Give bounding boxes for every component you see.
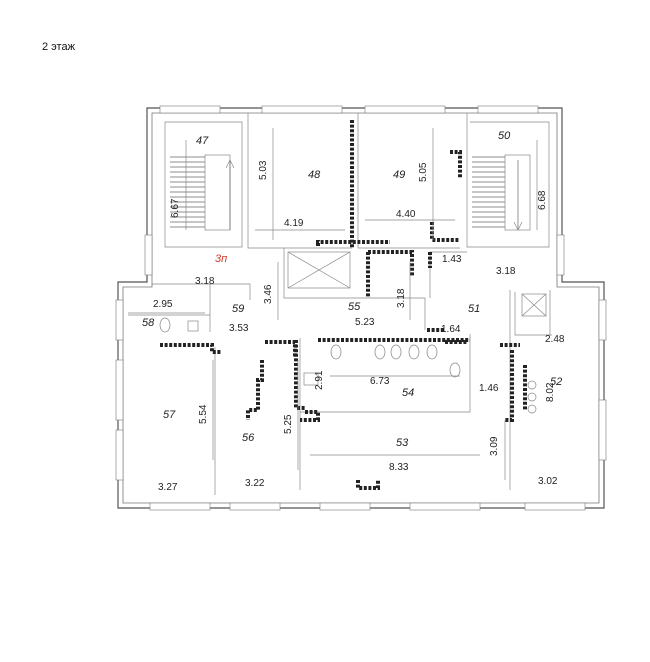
dimension-ticks bbox=[128, 128, 538, 480]
dim-318-left: 3.18 bbox=[195, 276, 215, 287]
windows bbox=[115, 105, 607, 511]
dim-164: 1.64 bbox=[441, 324, 461, 335]
dim-833: 8.33 bbox=[389, 462, 409, 473]
room-57-label: 57 bbox=[163, 409, 176, 421]
room-3p-label: 3п bbox=[215, 253, 227, 265]
floor-title: 2 этаж bbox=[42, 41, 75, 53]
room-50-label: 50 bbox=[498, 130, 511, 142]
dim-525: 5.25 bbox=[283, 414, 294, 434]
dim-668: 6.68 bbox=[537, 190, 548, 210]
dim-322: 3.22 bbox=[245, 478, 265, 489]
dim-667: 6.67 bbox=[170, 198, 181, 218]
wc-fixtures bbox=[159, 317, 537, 414]
room-51-label: 51 bbox=[468, 303, 480, 315]
room-47-label: 47 bbox=[196, 135, 209, 147]
dim-318-right: 3.18 bbox=[496, 266, 516, 277]
dim-302: 3.02 bbox=[538, 476, 558, 487]
room-58-label: 58 bbox=[142, 317, 155, 329]
room-53-label: 53 bbox=[396, 437, 409, 449]
dim-346: 3.46 bbox=[263, 284, 274, 304]
room-56-label: 56 bbox=[242, 432, 255, 444]
dim-143: 1.43 bbox=[442, 254, 462, 265]
dim-318-mid: 3.18 bbox=[396, 288, 407, 308]
room-59-label: 59 bbox=[232, 303, 244, 315]
stair-right bbox=[472, 154, 531, 231]
dim-291: 2.91 bbox=[314, 370, 325, 390]
room-49-label: 49 bbox=[393, 169, 405, 181]
dim-309: 3.09 bbox=[489, 436, 500, 456]
dim-440: 4.40 bbox=[396, 209, 416, 220]
new-partitions bbox=[160, 120, 527, 490]
dim-327: 3.27 bbox=[158, 482, 178, 493]
dim-295: 2.95 bbox=[153, 299, 173, 310]
dim-503: 5.03 bbox=[258, 160, 269, 180]
outer-walls bbox=[117, 107, 605, 509]
room-55-label: 55 bbox=[348, 301, 361, 313]
dim-248: 2.48 bbox=[545, 334, 565, 345]
dim-802: 8.02 bbox=[545, 382, 556, 402]
stair-left bbox=[170, 154, 235, 231]
room-labels: 47 48 49 50 3п 51 52 53 54 55 56 57 58 5… bbox=[142, 130, 562, 449]
dim-419: 4.19 bbox=[284, 218, 304, 229]
dim-554: 5.54 bbox=[198, 404, 209, 424]
dim-505: 5.05 bbox=[418, 162, 429, 182]
dim-146: 1.46 bbox=[479, 383, 499, 394]
dim-673: 6.73 bbox=[370, 376, 390, 387]
dim-353: 3.53 bbox=[229, 323, 249, 334]
room-54-label: 54 bbox=[402, 387, 414, 399]
elevators bbox=[287, 251, 547, 317]
dimension-labels: 3.18 4.19 4.40 1.43 3.18 2.95 3.53 5.23 … bbox=[153, 160, 565, 493]
room-52-label: 52 bbox=[550, 376, 562, 388]
dim-523: 5.23 bbox=[355, 317, 375, 328]
room-48-label: 48 bbox=[308, 169, 321, 181]
